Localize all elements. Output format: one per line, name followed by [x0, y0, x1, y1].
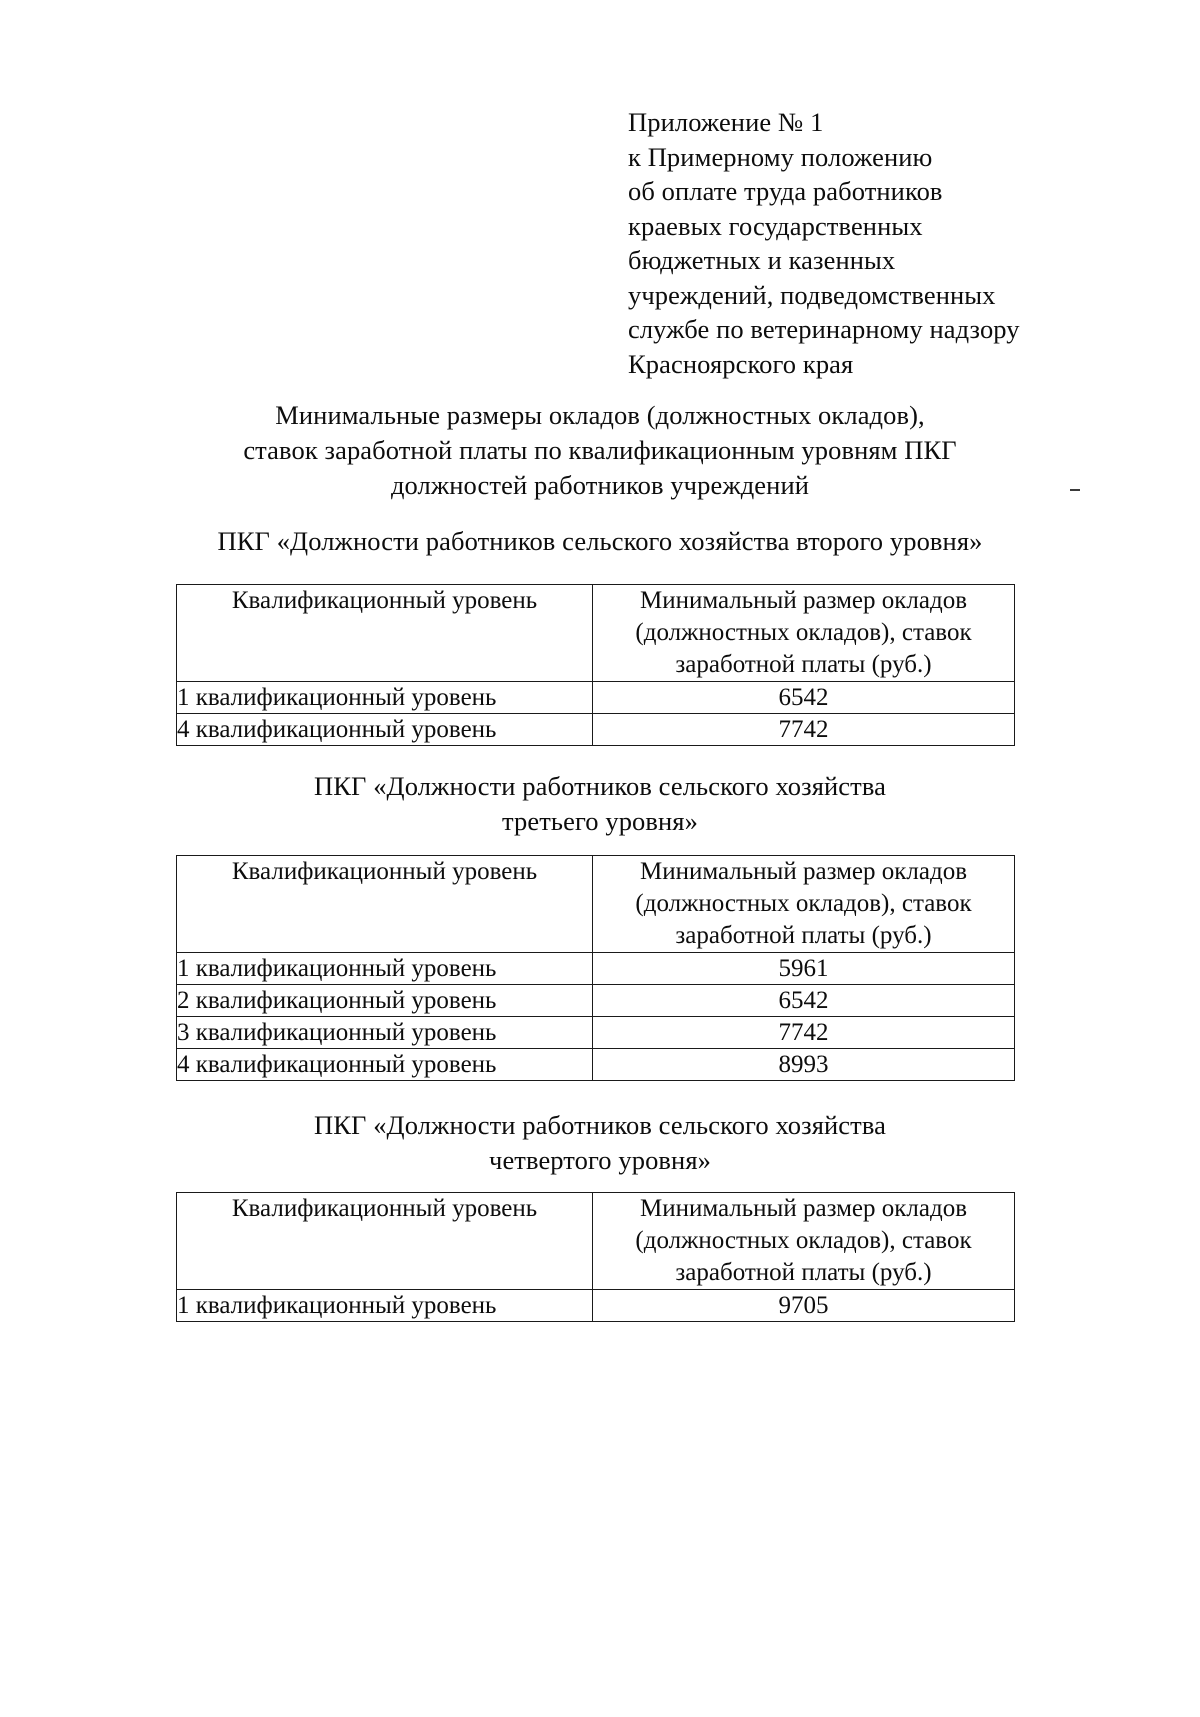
- section-heading-third-level: ПКГ «Должности работников сельского хозя…: [0, 769, 1200, 839]
- page-title-line: Минимальные размеры окладов (должностных…: [275, 400, 925, 430]
- page-title: Минимальные размеры окладов (должностных…: [0, 398, 1200, 503]
- page-title-line: ставок заработной платы по квалификацион…: [243, 435, 957, 465]
- appendix-reference-line: к Примерному положению: [628, 141, 933, 172]
- appendix-reference-line: учреждений, подведомственных: [628, 279, 996, 310]
- table-row: 1 квалификационный уровень 5961: [176, 952, 1015, 985]
- oklad-table-second-level: Квалификационный уровень Минимальный раз…: [176, 584, 1015, 746]
- section-heading-line: третьего уровня»: [502, 806, 698, 836]
- section-heading-fourth-level: ПКГ «Должности работников сельского хозя…: [0, 1108, 1200, 1178]
- cell-amount: 7742: [592, 1016, 1015, 1049]
- cell-level: 3 квалификационный уровень: [176, 1016, 593, 1049]
- cell-amount: 6542: [592, 681, 1015, 714]
- appendix-reference-line: Приложение № 1: [628, 107, 824, 137]
- column-header-amount-line: Минимальный размер окладов: [639, 1195, 968, 1222]
- section-heading-line: четвертого уровня»: [489, 1145, 711, 1175]
- column-header-amount: Минимальный размер окладов (должностных …: [592, 855, 1015, 953]
- cell-amount: 5961: [592, 952, 1015, 985]
- column-header-amount-line: Минимальный размер окладов: [639, 858, 968, 885]
- appendix-reference-block: Приложение № 1 к Примерному положению об…: [628, 105, 1048, 381]
- oklad-table-third-level: Квалификационный уровень Минимальный раз…: [176, 855, 1015, 1081]
- column-header-amount-line: (должностных окладов), ставок: [635, 1227, 972, 1254]
- cell-amount: 8993: [592, 1048, 1015, 1081]
- section-heading-second-level: ПКГ «Должности работников сельского хозя…: [0, 524, 1200, 559]
- column-header-amount-line: Минимальный размер окладов: [639, 587, 968, 614]
- appendix-reference-line: службе по ветеринарному надзору: [628, 314, 1020, 344]
- cell-level: 1 квалификационный уровень: [176, 1289, 593, 1322]
- cell-level: 2 квалификационный уровень: [176, 984, 593, 1017]
- column-header-amount-line: (должностных окладов), ставок: [635, 890, 972, 917]
- cell-level: 1 квалификационный уровень: [176, 952, 593, 985]
- appendix-reference-line: Красноярского края: [628, 348, 854, 379]
- page-title-line: должностей работников учреждений: [390, 470, 810, 500]
- column-header-amount-line: заработной платы (руб.): [675, 1259, 932, 1286]
- table-row: 3 квалификационный уровень 7742: [176, 1016, 1015, 1049]
- appendix-reference-line: бюджетных и казенных: [628, 245, 896, 275]
- appendix-reference-line: краевых государственных: [628, 210, 923, 241]
- section-heading-line: ПКГ «Должности работников сельского хозя…: [314, 1110, 886, 1140]
- table-header-row: Квалификационный уровень Минимальный раз…: [176, 1192, 1015, 1290]
- column-header-level: Квалификационный уровень: [176, 1192, 593, 1290]
- table-row: 1 квалификационный уровень 9705: [176, 1289, 1015, 1322]
- appendix-reference-line: об оплате труда работников: [628, 176, 943, 206]
- column-header-amount: Минимальный размер окладов (должностных …: [592, 1192, 1015, 1290]
- column-header-amount-line: заработной платы (руб.): [675, 651, 932, 678]
- table-row: 4 квалификационный уровень 7742: [176, 713, 1015, 746]
- cell-amount: 9705: [592, 1289, 1015, 1322]
- table-row: 2 квалификационный уровень 6542: [176, 984, 1015, 1017]
- scan-artifact-mark: [1070, 489, 1080, 491]
- column-header-amount-line: заработной платы (руб.): [675, 922, 932, 949]
- table-row: 4 квалификационный уровень 8993: [176, 1048, 1015, 1081]
- column-header-amount-line: (должностных окладов), ставок: [635, 619, 972, 646]
- table-header-row: Квалификационный уровень Минимальный раз…: [176, 584, 1015, 682]
- column-header-level: Квалификационный уровень: [176, 584, 593, 682]
- column-header-amount: Минимальный размер окладов (должностных …: [592, 584, 1015, 682]
- cell-amount: 6542: [592, 984, 1015, 1017]
- section-heading-line: ПКГ «Должности работников сельского хозя…: [314, 771, 886, 801]
- column-header-level: Квалификационный уровень: [176, 855, 593, 953]
- table-row: 1 квалификационный уровень 6542: [176, 681, 1015, 714]
- section-heading-line: ПКГ «Должности работников сельского хозя…: [217, 526, 983, 556]
- cell-level: 4 квалификационный уровень: [176, 713, 593, 746]
- cell-amount: 7742: [592, 713, 1015, 746]
- cell-level: 4 квалификационный уровень: [176, 1048, 593, 1081]
- table-header-row: Квалификационный уровень Минимальный раз…: [176, 855, 1015, 953]
- oklad-table-fourth-level: Квалификационный уровень Минимальный раз…: [176, 1192, 1015, 1322]
- cell-level: 1 квалификационный уровень: [176, 681, 593, 714]
